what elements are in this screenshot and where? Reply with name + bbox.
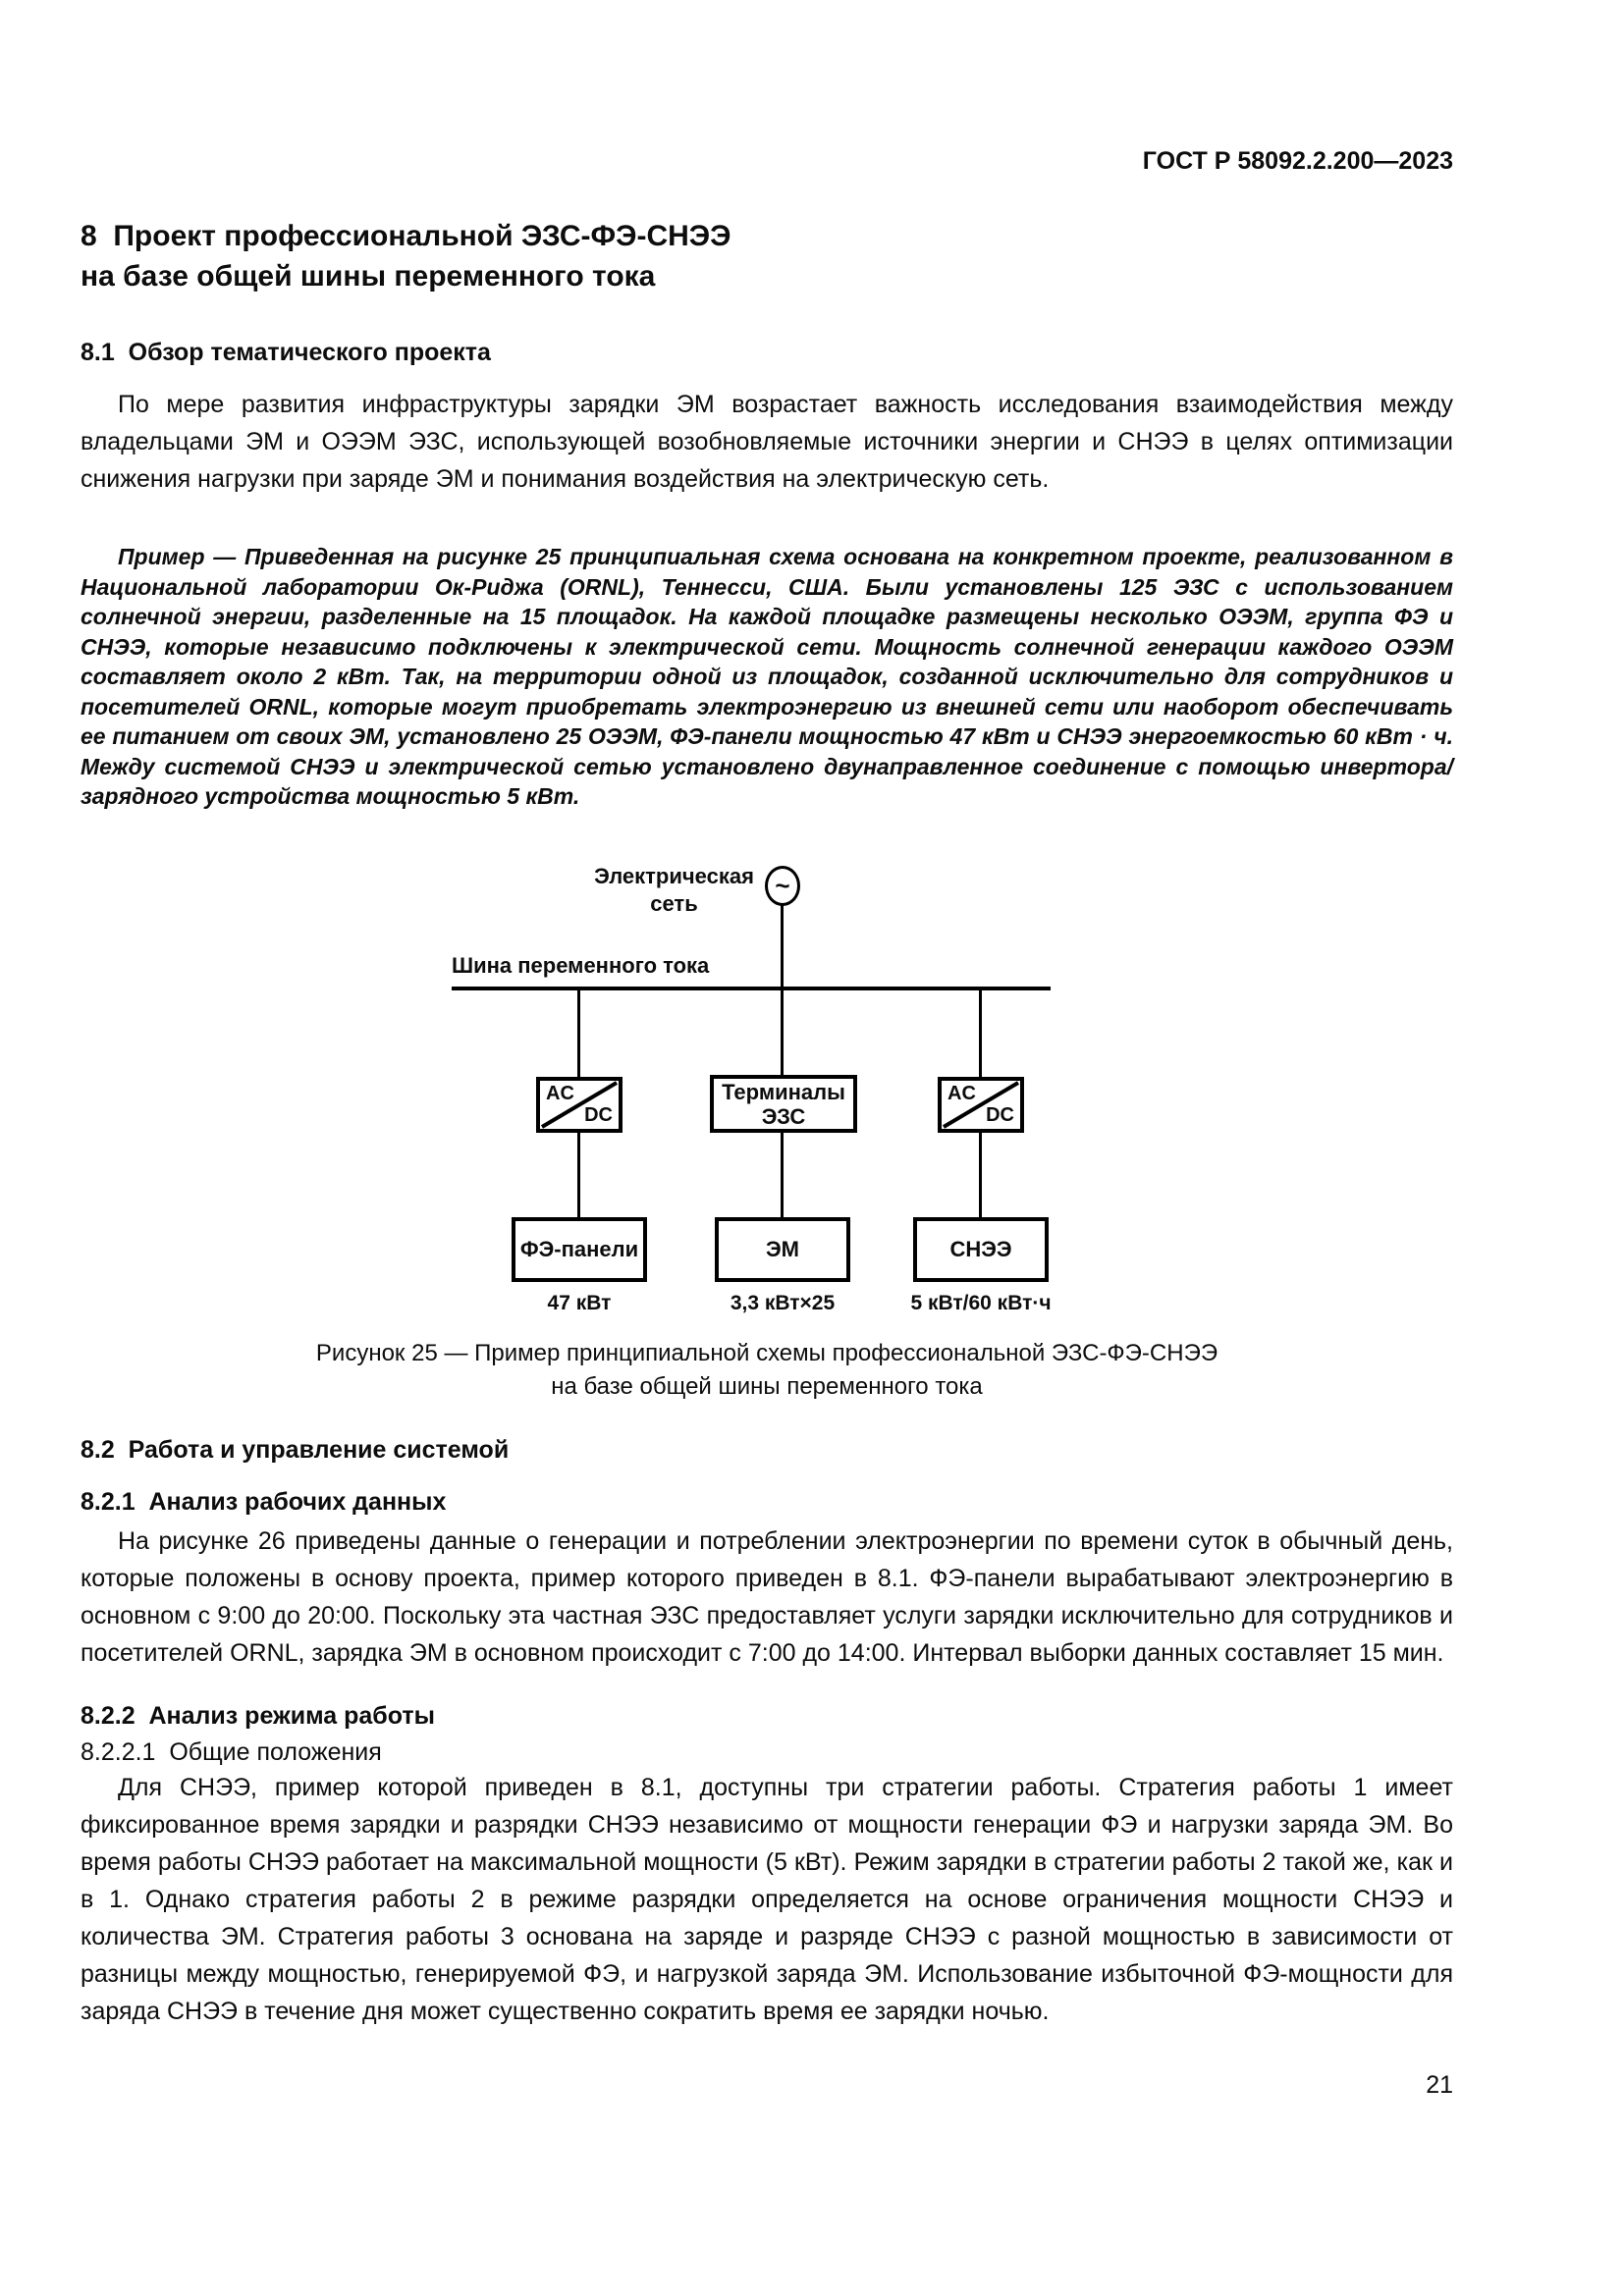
acdc-converter-left: AC DC <box>536 1077 623 1133</box>
connector-line-mid-bottom <box>781 1133 784 1217</box>
ev-power-rating: 3,3 кВт×25 <box>730 1292 836 1314</box>
diagonal-line <box>942 1081 1020 1129</box>
section-8-2-2-1-title: 8.2.2.1 Общие положения <box>81 1738 382 1766</box>
connector-line-right-bottom <box>979 1133 982 1217</box>
section-8-1-title: 8.1 Обзор тематического проекта <box>81 339 491 366</box>
section-8-2-2-title: 8.2.2 Анализ режима работы <box>81 1702 435 1730</box>
section-8-title-line2: на базе общей шины переменного тока <box>81 260 656 293</box>
section-8-2-2-1-paragraph: Для СНЭЭ, пример которой приведен в 8.1,… <box>81 1774 1453 2025</box>
acdc-left-ac-label: AC <box>546 1083 574 1104</box>
diagonal-line <box>540 1081 619 1129</box>
pv-panels-label: ФЭ-панели <box>519 1237 639 1261</box>
bus-label: Шина переменного тока <box>452 953 710 978</box>
figure-25-caption: Рисунок 25 — Пример принципиальной схемы… <box>81 1337 1453 1404</box>
pv-power-rating: 47 кВт <box>547 1292 612 1314</box>
ev-terminals-box: Терминалы ЭЗС <box>710 1075 857 1133</box>
section-8-title: 8 Проект профессиональной ЭЗС-ФЭ-СНЭЭ на… <box>81 216 1453 296</box>
example-paragraph: Пример — Приведенная на рисунке 25 принц… <box>81 544 1453 809</box>
acdc-right-ac-label: AC <box>947 1083 976 1104</box>
ev-terminals-line1: Терминалы <box>722 1079 845 1104</box>
ev-box: ЭМ <box>715 1217 850 1282</box>
figure-25-caption-line2: на базе общей шины переменного тока <box>551 1373 983 1400</box>
bess-label: СНЭЭ <box>949 1237 1012 1261</box>
section-8-title-line1: 8 Проект профессиональной ЭЗС-ФЭ-СНЭЭ <box>81 220 731 252</box>
ev-label: ЭМ <box>766 1237 799 1261</box>
acdc-converter-right: AC DC <box>938 1077 1024 1133</box>
ac-source-symbol: ~ <box>775 871 790 900</box>
bess-box: СНЭЭ <box>913 1217 1049 1282</box>
running-header: ГОСТ Р 58092.2.200—2023 <box>1142 147 1453 175</box>
grid-label-line1: Электрическая <box>594 864 754 888</box>
ev-terminals-line2: ЭЗС <box>761 1103 806 1129</box>
connector-line-source <box>781 905 784 988</box>
acdc-left-dc-label: DC <box>584 1104 613 1126</box>
figure-25-caption-line1: Рисунок 25 — Пример принципиальной схемы… <box>315 1340 1218 1366</box>
grid-label: Электрическая сеть <box>587 863 761 918</box>
acdc-right-dc-label: DC <box>986 1104 1014 1126</box>
connector-line-left-bottom <box>577 1133 580 1217</box>
pv-panels-box: ФЭ-панели <box>512 1217 647 1282</box>
connector-line-mid-top <box>781 989 784 1075</box>
ac-bus-line <box>452 987 1051 990</box>
section-8-2-1-title: 8.2.1 Анализ рабочих данных <box>81 1488 447 1516</box>
section-8-2-title: 8.2 Работа и управление системой <box>81 1436 510 1464</box>
bess-power-rating: 5 кВт/60 кВт·ч <box>910 1292 1052 1314</box>
section-8-1-paragraph: По мере развития инфраструктуры зарядки … <box>81 391 1453 493</box>
connector-line-right-top <box>979 989 982 1077</box>
connector-line-left-top <box>577 989 580 1077</box>
page-number: 21 <box>1426 2071 1453 2099</box>
grid-label-line2: сеть <box>650 891 698 916</box>
section-8-2-1-paragraph: На рисунке 26 приведены данные о генерац… <box>81 1527 1453 1667</box>
ac-source-icon: ~ <box>765 866 800 906</box>
